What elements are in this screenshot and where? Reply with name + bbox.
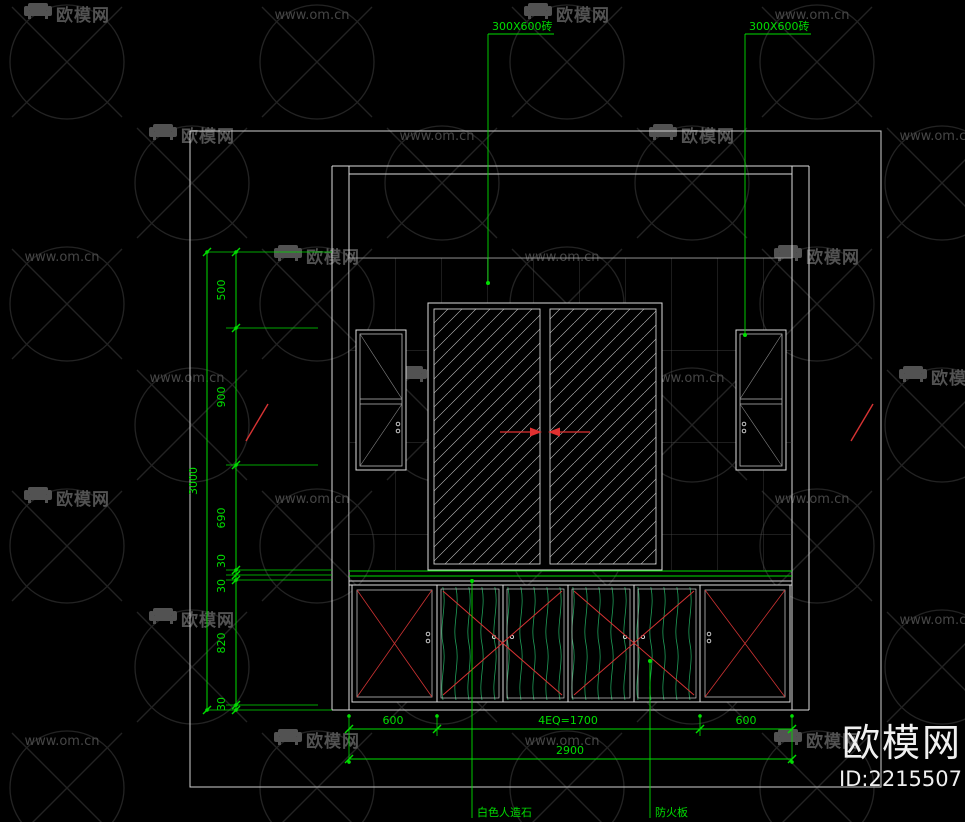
door-cross-marks bbox=[442, 590, 695, 696]
upper-cabinet-right bbox=[735, 329, 787, 471]
dim-label-690: 690 bbox=[215, 508, 228, 529]
upper-cabinet-left bbox=[355, 329, 407, 471]
dim-label-30b: 30 bbox=[215, 579, 228, 593]
base-cabinets bbox=[349, 584, 792, 703]
mirror-cabinet bbox=[427, 302, 663, 571]
elevation-structure bbox=[331, 165, 810, 711]
break-mark-left bbox=[245, 403, 269, 442]
dim-label-500: 500 bbox=[215, 280, 228, 301]
dim-label-4eq1700: 4EQ=1700 bbox=[538, 714, 598, 727]
dim-dots-left bbox=[205, 250, 238, 712]
leader-countertop bbox=[470, 579, 474, 818]
leader-tile-left bbox=[486, 33, 554, 285]
dim-label-2900: 2900 bbox=[556, 744, 584, 757]
leader-tile-right bbox=[743, 33, 811, 337]
label-countertop: 白色人造石 bbox=[477, 805, 532, 819]
dim-label-30a: 30 bbox=[215, 554, 228, 568]
dim-label-600-right: 600 bbox=[736, 714, 757, 727]
dim-chain-bottom: 600 4EQ=1700 600 2900 bbox=[344, 714, 797, 764]
label-tile-left: 300X600砖 bbox=[492, 19, 553, 33]
dim-dots-bottom bbox=[347, 714, 794, 764]
base-cabinet-middle bbox=[436, 584, 701, 703]
label-fireboard: 防火板 bbox=[655, 805, 688, 819]
brand-id-text: ID:2215507 bbox=[839, 767, 962, 791]
countertop-lines bbox=[349, 570, 792, 582]
dim-label-900: 900 bbox=[215, 387, 228, 408]
dim-label-3000: 3000 bbox=[187, 467, 200, 495]
base-cabinet-right bbox=[699, 584, 791, 703]
label-tile-right: 300X600砖 bbox=[749, 19, 810, 33]
brand-logo-text: 欧模网 bbox=[842, 721, 962, 765]
dim-chain-left: 500 900 690 30 30 820 30 3000 bbox=[187, 247, 332, 715]
drawing-border bbox=[189, 130, 882, 788]
break-mark-right bbox=[850, 403, 874, 442]
dim-label-30c: 30 bbox=[215, 697, 228, 711]
sliding-direction-arrows bbox=[500, 427, 590, 437]
leader-fireboard bbox=[648, 659, 652, 818]
dim-label-600-left: 600 bbox=[383, 714, 404, 727]
base-cabinet-left bbox=[351, 584, 438, 703]
dim-label-820: 820 bbox=[215, 633, 228, 654]
